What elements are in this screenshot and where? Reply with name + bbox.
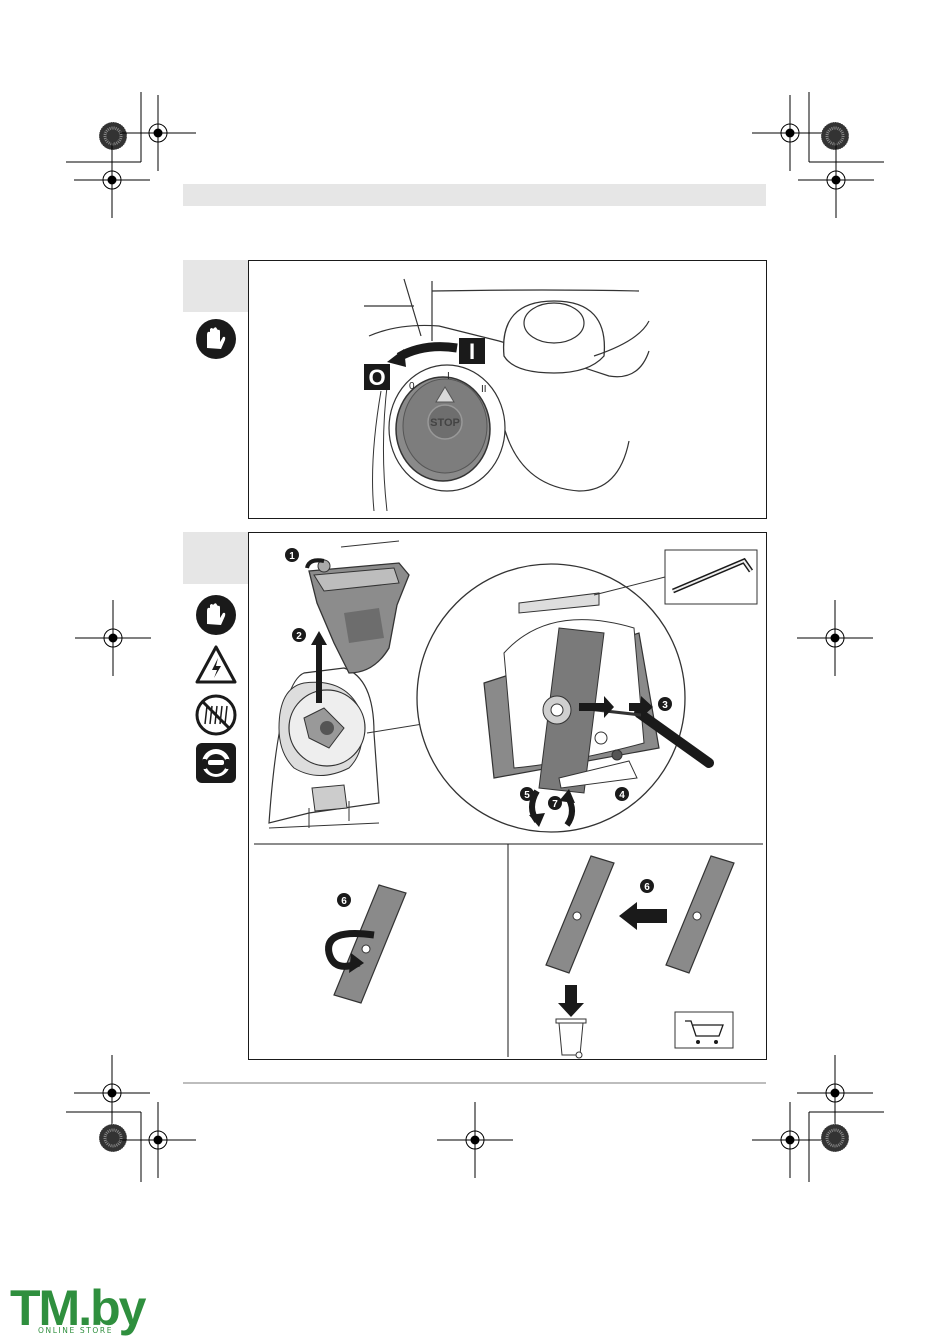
- blade-removal-illustration: 1 2 3 4 5 7: [249, 533, 766, 1059]
- figure-2-label-box: [183, 532, 249, 584]
- lift-arrow-icon: [311, 631, 327, 645]
- dispose-arrow-icon: [558, 985, 584, 1017]
- figure-1-frame: STOP 0 I II O I: [248, 260, 767, 519]
- brand-tagline: ONLINE STORE: [38, 1326, 113, 1335]
- replace-arrow-icon: [619, 902, 667, 930]
- brand-name: TM.by: [10, 1286, 160, 1330]
- footer-rule: [183, 1082, 766, 1084]
- brand-logo[interactable]: TM.by ONLINE STORE: [10, 1286, 160, 1336]
- figure-2-frame: 1 2 3 4 5 7: [248, 532, 767, 1060]
- no-rain-icon: [195, 694, 237, 736]
- blade-replace-illustration: [546, 856, 734, 1058]
- header-band: [183, 184, 766, 206]
- step-6-label-right: 6: [644, 882, 650, 893]
- on-symbol: I: [469, 339, 475, 364]
- shredder-machine: [269, 668, 379, 828]
- stop-knob[interactable]: STOP: [396, 377, 490, 481]
- figure-1-label-box: [183, 260, 249, 312]
- step-5-label: 5: [524, 790, 530, 801]
- ear-eye-protection-icon: [195, 742, 237, 784]
- gloves-icon: [195, 594, 237, 636]
- shopping-cart-icon: [675, 1012, 733, 1048]
- position-one-label: I: [447, 371, 450, 382]
- gloves-icon: [195, 318, 237, 360]
- step-4-label: 4: [619, 790, 625, 801]
- electric-shock-warning-icon: [195, 644, 237, 686]
- switch-illustration: STOP 0 I II O I: [249, 261, 766, 518]
- position-two-label: II: [481, 384, 487, 395]
- step-7-label: 7: [552, 799, 558, 810]
- position-off-label: 0: [409, 381, 415, 392]
- step-6-label-left: 6: [341, 896, 347, 907]
- off-symbol: O: [368, 365, 385, 390]
- stop-label: STOP: [430, 417, 460, 429]
- lid-part: [309, 560, 409, 673]
- step-1-label: 1: [289, 551, 295, 562]
- trash-bin-icon: [556, 1019, 586, 1058]
- step-2-label: 2: [296, 631, 302, 642]
- step-3-label: 3: [662, 700, 668, 711]
